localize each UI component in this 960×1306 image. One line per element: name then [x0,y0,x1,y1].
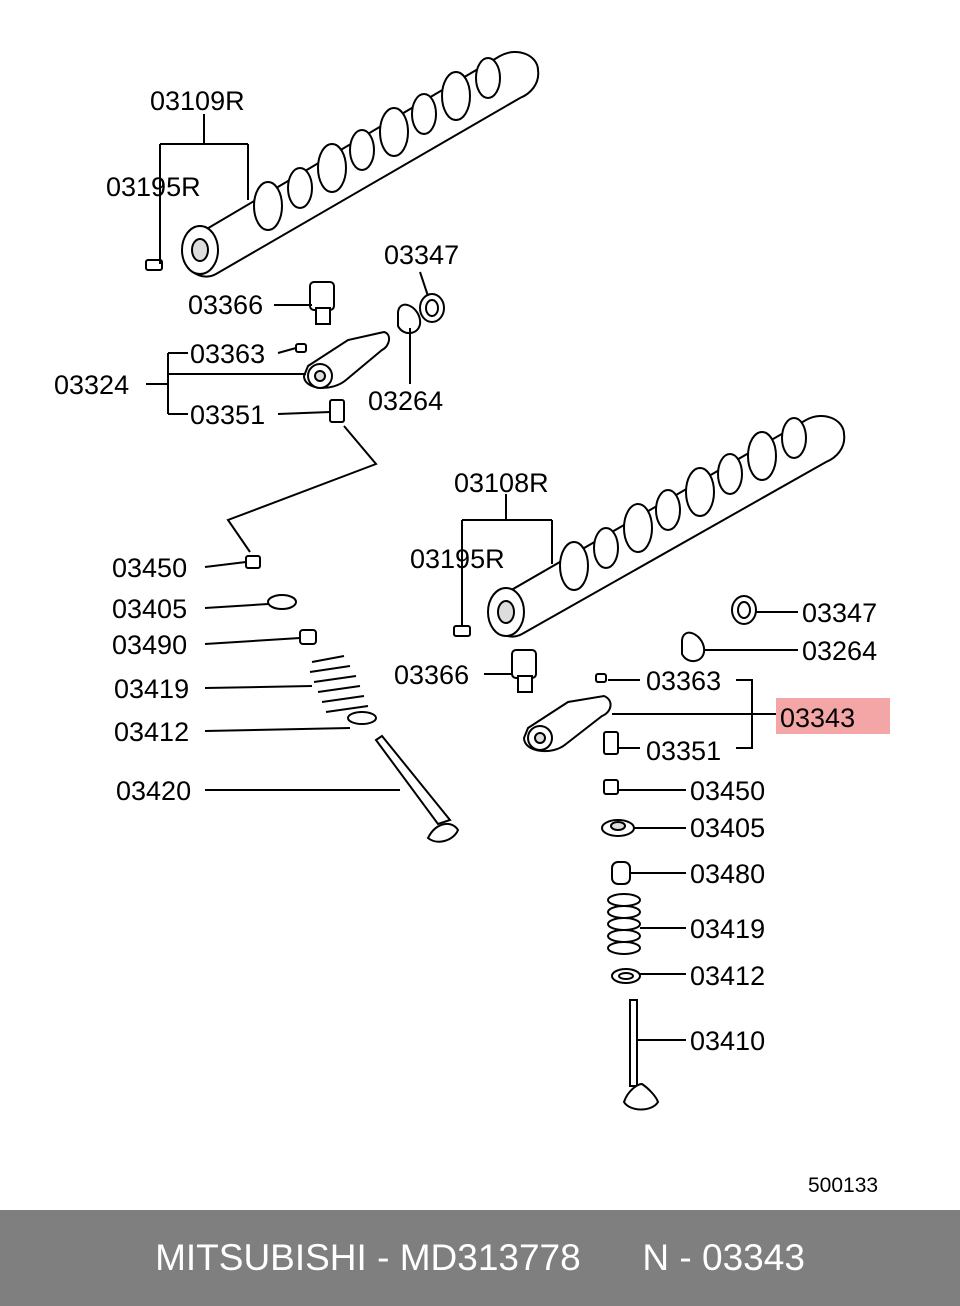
label-03410: 03410 [690,1026,765,1056]
lash-adjuster-upper[interactable] [309,281,335,325]
parts-diagram: 03109R 03195R 03347 03366 03363 03324 03… [54,51,890,1197]
label-03343: 03343 [780,703,855,733]
highlight-box [776,698,890,734]
footer-gap [581,1237,643,1279]
spring-seat-upper[interactable] [347,711,377,725]
seal-ring-lower[interactable] [731,595,757,625]
retainer-upper[interactable] [267,594,297,610]
drawing-number: 500133 [808,1174,878,1197]
label-03351-lower: 03351 [646,736,721,766]
footer-part-number: MD313778 [399,1237,581,1278]
label-03450-upper: 03450 [112,553,187,583]
label-03490: 03490 [112,630,187,660]
nut-lower[interactable] [595,673,607,683]
label-03347-upper: 03347 [384,240,459,270]
label-03480: 03480 [690,859,765,889]
nut-upper[interactable] [295,343,307,353]
footer-ref-number: 03343 [702,1237,805,1278]
footer-bar: MITSUBISHI - MD313778 N - 03343 [0,1210,960,1306]
label-03264-lower: 03264 [802,636,877,666]
valve-lock-upper[interactable] [245,555,261,569]
valve-spring-upper[interactable] [309,655,369,713]
label-03109R: 03109R [150,86,245,116]
label-03108R: 03108R [454,468,549,498]
retainer-lower[interactable] [601,819,635,837]
valve-spring-lower[interactable] [607,893,641,955]
label-03412-upper: 03412 [114,717,189,747]
lash-adjuster-lower[interactable] [511,649,537,693]
label-03450-lower: 03450 [690,776,765,806]
valve-lock-lower[interactable] [603,779,619,795]
footer-ref-prefix: N [642,1237,670,1278]
gasket-upper[interactable] [397,303,422,335]
stem-seal-lower[interactable] [611,861,631,885]
label-03347-lower: 03347 [802,598,877,628]
camshaft-upper[interactable] [181,51,540,278]
valve-lower[interactable] [622,999,660,1111]
label-03363-upper: 03363 [190,339,265,369]
gasket-lower[interactable] [681,631,706,663]
label-03419-upper: 03419 [114,674,189,704]
label-03264-upper: 03264 [368,386,443,416]
label-03405-lower: 03405 [690,813,765,843]
spring-seat-lower[interactable] [611,968,641,984]
label-03363-lower: 03363 [646,666,721,696]
label-03195R-lower: 03195R [410,544,505,574]
footer-separator-2: - [669,1237,703,1278]
label-03351-upper: 03351 [190,400,265,430]
footer-separator: - [366,1237,400,1278]
valve-upper[interactable] [374,734,460,843]
label-03195R-upper: 03195R [106,172,201,202]
footer-brand: MITSUBISHI [155,1237,367,1278]
screw-upper[interactable] [329,399,345,423]
leader-lines [146,114,798,1041]
camshaft-lower[interactable] [487,415,846,638]
label-03420: 03420 [116,776,191,806]
label-03405-upper: 03405 [112,594,187,624]
seal-ring-upper[interactable] [419,293,445,323]
pin-upper[interactable] [145,259,163,271]
rocker-arm-upper[interactable] [302,330,390,389]
label-03324: 03324 [54,370,129,400]
label-03419-lower: 03419 [690,914,765,944]
label-03366-upper: 03366 [188,290,263,320]
pin-lower[interactable] [453,625,471,637]
label-03366-lower: 03366 [394,660,469,690]
rocker-arm-lower[interactable] [522,694,612,753]
stem-seal-upper[interactable] [299,629,317,645]
screw-lower[interactable] [603,731,619,755]
label-03412-lower: 03412 [690,961,765,991]
